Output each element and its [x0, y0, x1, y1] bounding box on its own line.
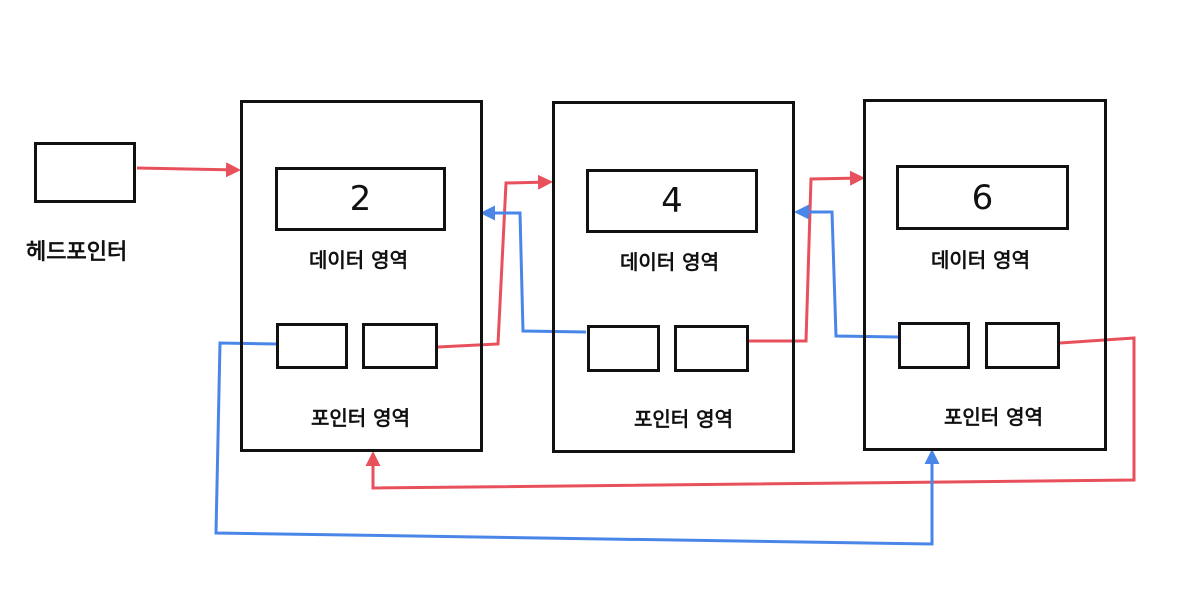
node-1-pointer-label: 포인터 영역 — [311, 406, 410, 430]
node-1-value: 2 — [349, 179, 372, 219]
node-3-data-box — [896, 165, 1069, 230]
node-3-value: 6 — [971, 177, 994, 218]
node1-prev-arrow — [214, 341, 940, 546]
node-1-prev-pointer — [276, 323, 348, 369]
node-1-data-box — [275, 167, 446, 231]
node-3 — [863, 99, 1107, 451]
node-2-value: 4 — [661, 181, 683, 221]
head-pointer-box — [34, 142, 136, 203]
node-1-next-pointer — [362, 323, 438, 369]
node-3-data-label: 데이터 영역 — [931, 248, 1030, 272]
node-3-pointer-label: 포인터 영역 — [944, 405, 1043, 429]
node-2-pointer-label: 포인터 영역 — [634, 407, 733, 431]
node-1 — [240, 100, 483, 452]
node2-next-arrow — [748, 170, 865, 343]
head-pointer-label: 헤드포인터 — [26, 240, 128, 265]
node-3-prev-pointer — [898, 322, 970, 369]
node3-next-arrow — [365, 336, 1136, 490]
node-2-prev-pointer — [587, 325, 660, 372]
node-2-data-box — [586, 169, 758, 233]
node-2-data-label: 데이터 영역 — [620, 250, 719, 274]
node-3-next-pointer — [985, 322, 1060, 369]
node-1-data-label: 데이터 영역 — [309, 248, 408, 272]
node1-next-arrow — [437, 174, 553, 349]
node3-prev-arrow — [794, 204, 899, 339]
head-link-arrow — [136, 162, 241, 178]
node-2-next-pointer — [674, 325, 749, 372]
node-2 — [552, 101, 795, 453]
